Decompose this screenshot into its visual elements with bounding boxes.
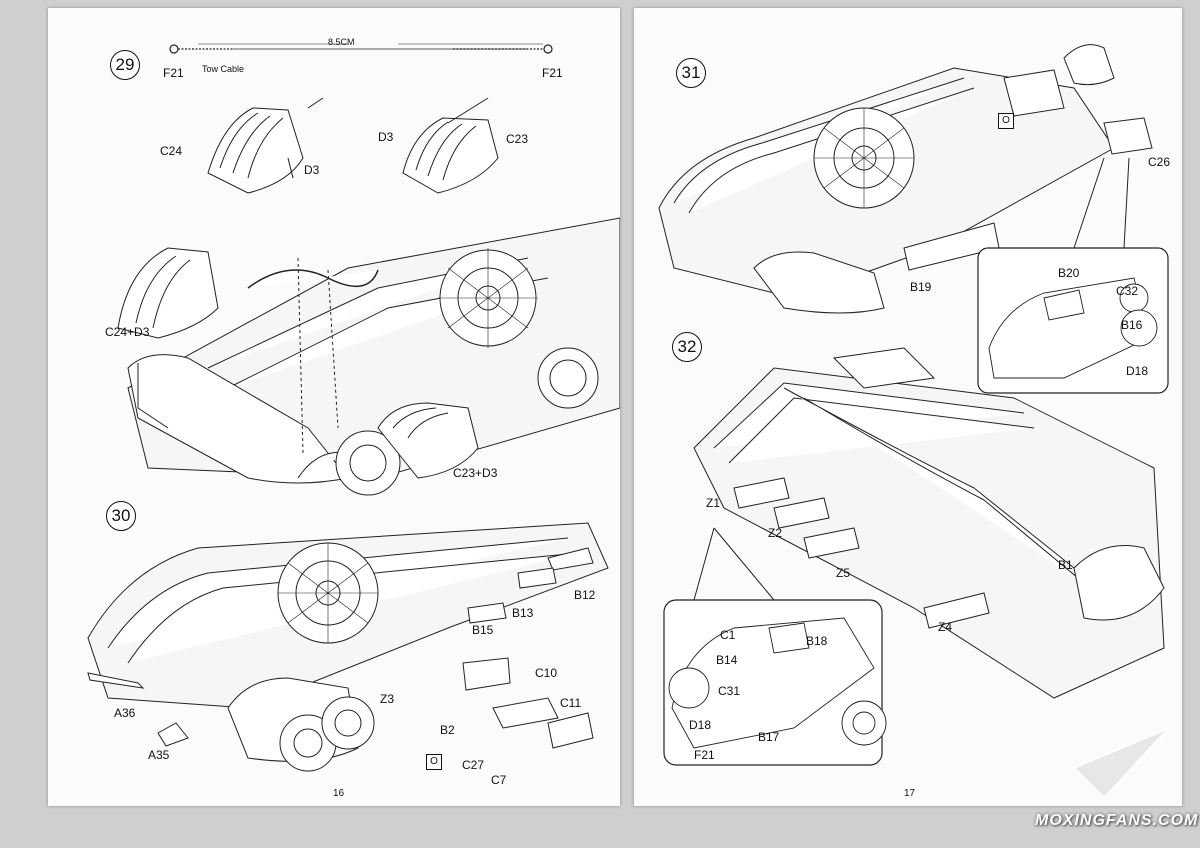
part-label-c24-d3: C24+D3 — [105, 325, 150, 339]
part-label-z3: Z3 — [380, 692, 395, 706]
part-label-c7: C7 — [491, 773, 507, 787]
page-number-16: 16 — [333, 788, 345, 799]
part-label-b19: B19 — [910, 280, 932, 294]
step-30-badge: 30 — [106, 501, 136, 531]
part-label-b13: B13 — [512, 606, 534, 620]
part-label-b20: B20 — [1058, 266, 1080, 280]
part-label-b17: B17 — [758, 730, 780, 744]
left-page-illustration — [87, 43, 620, 772]
part-label-b16: B16 — [1121, 318, 1143, 332]
part-label-b14: B14 — [716, 653, 738, 667]
right-page: 31 O C26 B19 B20 C32 B16 D18 32 Z1 Z2 Z5… — [634, 8, 1182, 806]
part-label-a35: A35 — [148, 748, 170, 762]
part-label-c27: C27 — [462, 758, 485, 772]
cable-length-label: 8.5CM — [328, 37, 355, 47]
part-label-z1: Z1 — [706, 496, 721, 510]
part-label-b1: B1 — [1058, 558, 1073, 572]
part-label-c32: C32 — [1116, 284, 1139, 298]
part-label-f21-right: F21 — [542, 66, 563, 80]
part-label-z5: Z5 — [836, 566, 851, 580]
part-label-c1: C1 — [720, 628, 736, 642]
step-31-symbol-box: O — [998, 113, 1014, 129]
part-label-c11: C11 — [560, 696, 582, 710]
part-label-c24: C24 — [160, 144, 183, 158]
step-32-badge: 32 — [672, 332, 702, 362]
part-label-c23: C23 — [506, 132, 529, 146]
page-number-17: 17 — [904, 788, 916, 799]
part-label-z2: Z2 — [768, 526, 783, 540]
step-31-badge: 31 — [676, 58, 706, 88]
step-30-symbol-box: O — [426, 754, 442, 770]
tow-cable-label: Tow Cable — [202, 64, 245, 74]
part-label-c31: C31 — [718, 684, 741, 698]
part-label-a36: A36 — [114, 706, 136, 720]
part-label-d18-b: D18 — [689, 718, 712, 732]
part-label-z4: Z4 — [938, 620, 953, 634]
right-page-illustration — [658, 44, 1170, 800]
part-label-d3-b: D3 — [378, 130, 394, 144]
part-label-c23-d3: C23+D3 — [453, 466, 498, 480]
part-label-d3-a: D3 — [304, 163, 320, 177]
part-label-b12: B12 — [574, 588, 596, 602]
part-label-c26: C26 — [1148, 155, 1171, 169]
part-label-b15: B15 — [472, 623, 494, 637]
part-label-f21-left: F21 — [163, 66, 184, 80]
watermark-text: MOXINGFANS.COM — [1035, 812, 1199, 829]
part-label-b2: B2 — [440, 723, 455, 737]
part-label-b18: B18 — [806, 634, 828, 648]
part-label-c10: C10 — [535, 666, 558, 680]
part-label-d18-a: D18 — [1126, 364, 1149, 378]
step-29-badge: 29 — [110, 50, 140, 80]
part-label-f21: F21 — [694, 748, 715, 762]
left-page: 29 8.5CM F21 Tow Cable F21 C24 D3 D3 C23… — [48, 8, 620, 806]
